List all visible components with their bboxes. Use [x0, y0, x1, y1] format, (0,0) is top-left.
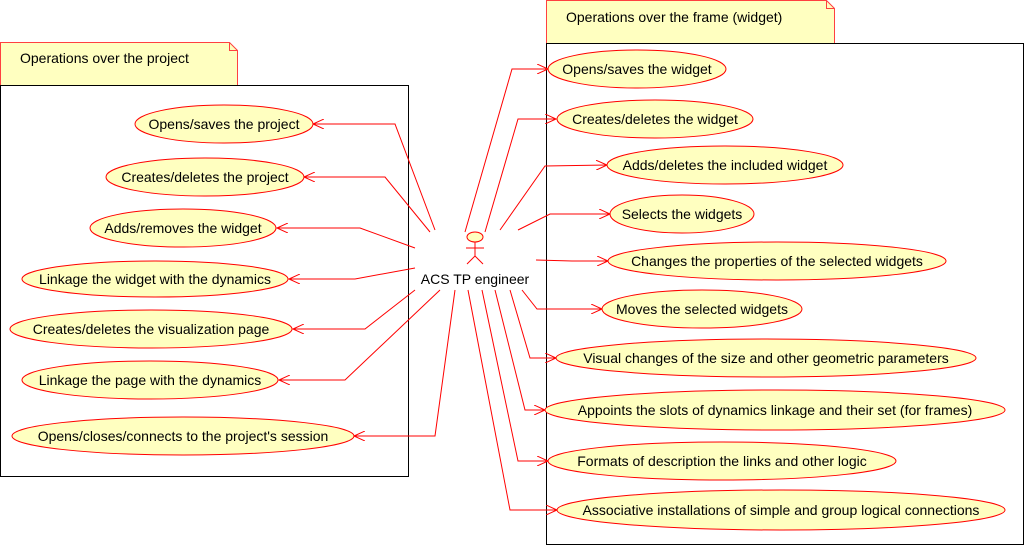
use-case[interactable]: Visual changes of the size and other geo…	[555, 338, 977, 378]
use-case[interactable]: Adds/deletes the included widget	[606, 145, 844, 185]
association-line	[467, 289, 557, 510]
use-case-ellipse	[9, 309, 293, 349]
use-case[interactable]: Adds/removes the widget	[89, 208, 277, 248]
association-line	[494, 289, 545, 410]
association-line	[517, 214, 610, 231]
actor-name: ACS TP engineer	[421, 271, 530, 287]
use-case-label: Creates/deletes the visualization page	[33, 321, 270, 337]
package-title: Operations over the project	[20, 50, 189, 66]
use-case-ellipse	[89, 208, 277, 248]
association-line	[499, 165, 607, 231]
use-case-ellipse	[556, 99, 754, 139]
use-case[interactable]: Linkage the widget with the dynamics	[21, 260, 289, 298]
association-line	[481, 289, 548, 461]
use-case-label: Formats of description the links and oth…	[577, 453, 866, 469]
association-line	[293, 289, 416, 329]
use-case-ellipse	[547, 49, 727, 89]
associations	[277, 69, 610, 510]
use-case[interactable]: Linkage the page with the dynamics	[21, 360, 279, 400]
use-case[interactable]: Opens/saves the project	[134, 104, 314, 144]
use-case[interactable]: Appoints the slots of dynamics linkage a…	[544, 389, 1006, 431]
use-case-ellipse	[547, 441, 897, 481]
association-line	[354, 289, 456, 436]
use-case-ellipse	[21, 360, 279, 400]
use-case-ellipse	[544, 389, 1006, 431]
package-tab	[546, 0, 835, 44]
actor-head	[466, 231, 484, 243]
package-tab	[0, 42, 238, 86]
use-case[interactable]: Opens/saves the widget	[547, 49, 727, 89]
actor[interactable]: ACS TP engineer	[421, 231, 530, 287]
use-case-label: Opens/closes/connects to the project's s…	[38, 428, 329, 444]
use-case-ellipse	[105, 157, 305, 197]
use-case-label: Creates/deletes the widget	[572, 111, 738, 127]
use-case-label: Moves the selected widgets	[616, 301, 788, 317]
use-case-label: Linkage the widget with the dynamics	[39, 271, 271, 287]
use-case-ellipse	[556, 489, 1006, 531]
association-line	[313, 124, 436, 231]
fold-corner	[826, 0, 835, 9]
association-line	[464, 69, 548, 233]
association-line	[535, 260, 608, 261]
use-case-label: Adds/removes the widget	[104, 220, 261, 236]
use-case-label: Linkage the page with the dynamics	[39, 372, 262, 388]
use-case-label: Adds/deletes the included widget	[623, 157, 828, 173]
use-case[interactable]: Moves the selected widgets	[601, 289, 803, 329]
use-case-label: Creates/deletes the project	[121, 169, 288, 185]
actor-stick-figure	[466, 242, 484, 265]
use-case[interactable]: Selects the widgets	[609, 194, 755, 234]
use-case-ellipse	[11, 416, 355, 456]
use-case-label: Changes the properties of the selected w…	[631, 253, 923, 269]
use-case-label: Selects the widgets	[622, 206, 743, 222]
association-line	[279, 289, 441, 380]
fold-corner	[229, 42, 238, 51]
use-case-ellipse	[606, 145, 844, 185]
use-case[interactable]: Creates/deletes the visualization page	[9, 309, 293, 349]
association-line	[521, 289, 602, 309]
use-case[interactable]: Associative installations of simple and …	[556, 489, 1006, 531]
use-case-ellipse	[609, 194, 755, 234]
use-case-label: Opens/saves the widget	[562, 61, 712, 77]
association-line	[509, 289, 556, 358]
use-case-ellipse	[607, 241, 947, 281]
association-line	[304, 177, 431, 233]
use-case-ellipse	[601, 289, 803, 329]
use-case-label: Appoints the slots of dynamics linkage a…	[578, 402, 973, 418]
association-line	[277, 228, 416, 249]
use-case-label: Opens/saves the project	[149, 116, 300, 132]
use-case-ellipse	[555, 338, 977, 378]
use-case-ellipse	[134, 104, 314, 144]
use-case-label: Associative installations of simple and …	[583, 502, 980, 518]
package-frame	[0, 85, 409, 477]
association-line	[484, 119, 556, 233]
use-case-ellipse	[21, 260, 289, 298]
association-line	[289, 267, 416, 279]
use-case[interactable]: Changes the properties of the selected w…	[607, 241, 947, 281]
use-case[interactable]: Creates/deletes the project	[105, 157, 305, 197]
use-case[interactable]: Formats of description the links and oth…	[547, 441, 897, 481]
use-case-label: Visual changes of the size and other geo…	[583, 350, 949, 366]
use-case[interactable]: Creates/deletes the widget	[556, 99, 754, 139]
use-case[interactable]: Opens/closes/connects to the project's s…	[11, 416, 355, 456]
package-title: Operations over the frame (widget)	[566, 9, 782, 25]
package-project: Operations over the project	[0, 42, 409, 477]
